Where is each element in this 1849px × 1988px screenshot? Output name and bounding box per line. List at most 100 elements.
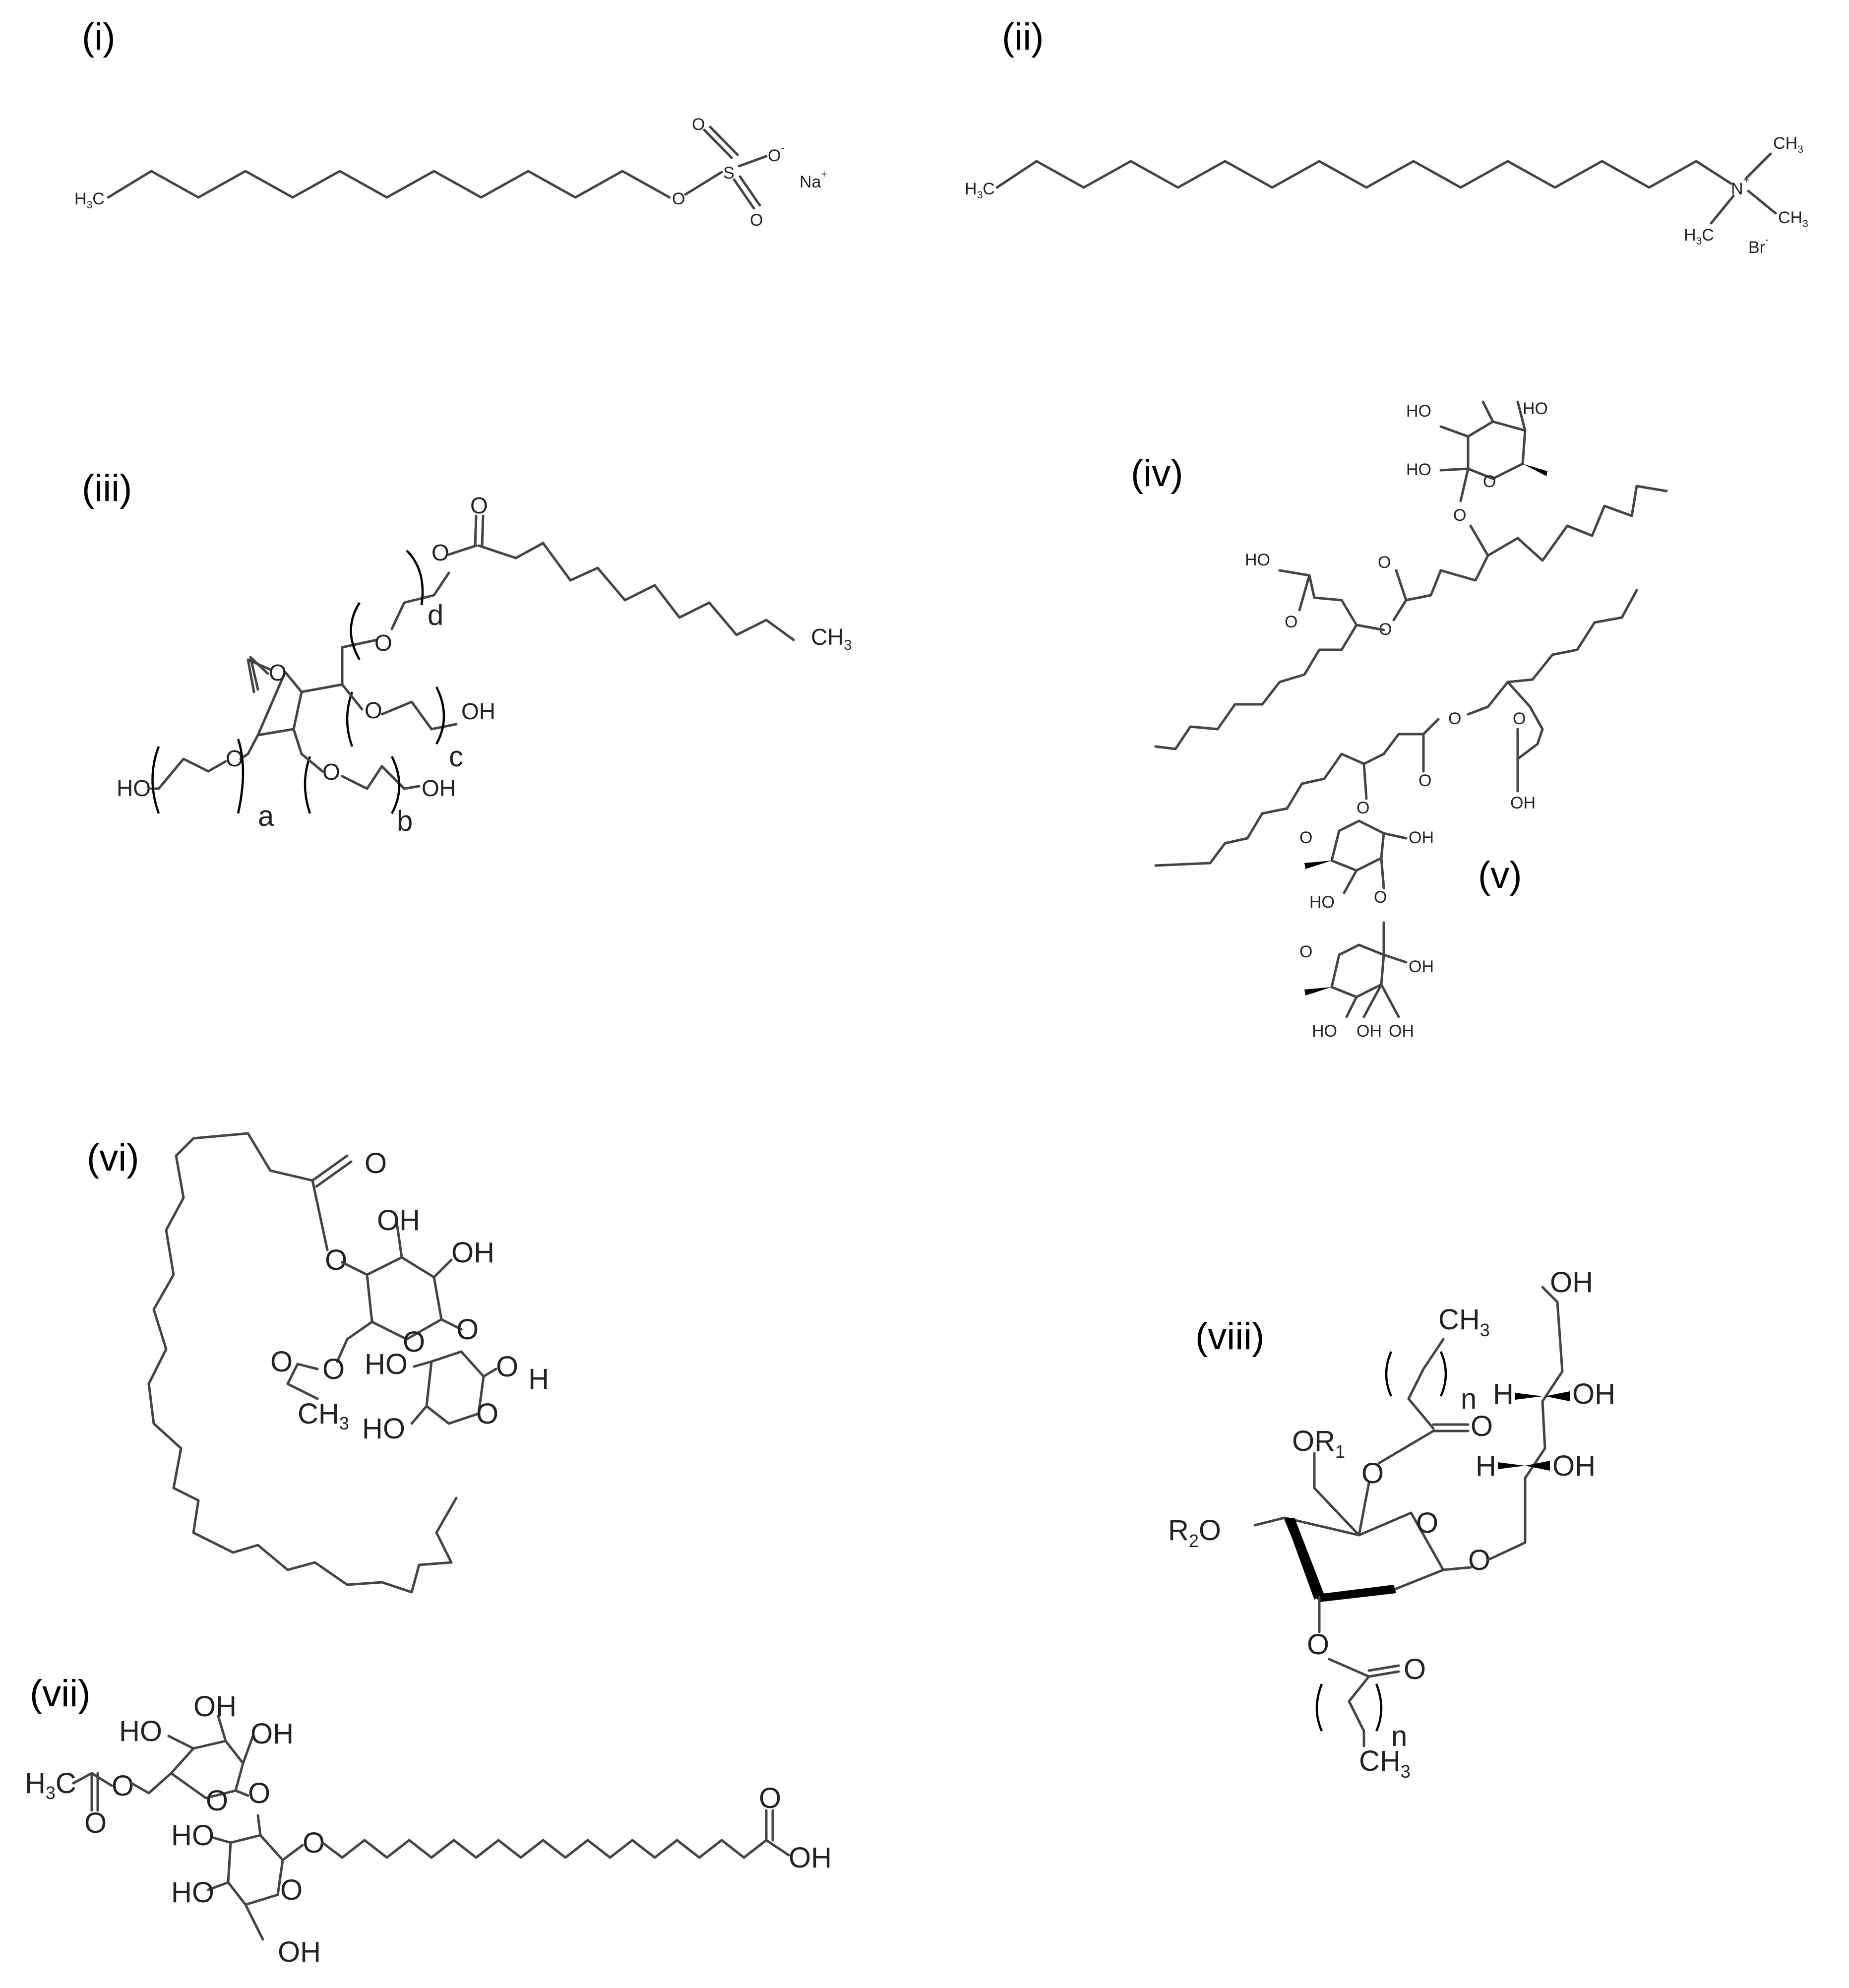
acetyl-ester-oxygen: O	[112, 1770, 134, 1802]
structure-rhamnolipid-di: O OH O O O O OH HO O O OH OH HO OH	[1154, 589, 1638, 1041]
structure-rhamnolipid-mono: O HO HO HO O O O HO O	[1154, 399, 1668, 750]
hydroxyl-iv-1: HO	[1406, 402, 1431, 421]
ctab-alkyl-chain	[995, 160, 1732, 189]
ether-oxygen-c: O	[365, 697, 382, 723]
ring-oxygen-vi-a: O	[403, 1326, 425, 1358]
panel-label-viii: (viii)	[1195, 1315, 1264, 1358]
ether-oxygen-b: O	[322, 759, 340, 785]
glycosidic-oxygen-vi: O	[456, 1313, 479, 1346]
repeat-index-d: d	[428, 599, 443, 631]
lactone-oxygen: O	[325, 1244, 347, 1276]
hydroxyl-iv-3: HO	[1406, 460, 1431, 479]
carbonyl-oxygen: O	[470, 493, 488, 518]
acid-oxygen-v: O	[1513, 709, 1526, 728]
hydroxyl-vii-4: HO	[171, 1819, 214, 1852]
repeat-index-c: c	[449, 741, 463, 773]
sds-alkyl-chain	[107, 170, 671, 199]
panel-label-iv: (iv)	[1131, 452, 1183, 495]
hydroxyl-b: OH	[422, 775, 456, 801]
sorbitan-ring	[249, 656, 269, 691]
hydroxyl-acid-v: OH	[1510, 794, 1536, 812]
ring-oxygen-v1: O	[1299, 828, 1312, 847]
acyl-carbonyl-oxygen-bottom: O	[1404, 1653, 1426, 1685]
repeat-index-b: b	[397, 805, 413, 837]
acid-hydroxyl: OH	[789, 1842, 832, 1874]
terminal-methyl-bottom: CH3	[1359, 1745, 1411, 1782]
repeat-index-a: a	[258, 800, 274, 832]
carbonyl-oxygen-v: O	[1418, 771, 1431, 790]
terminal-methyl: CH3	[811, 624, 852, 653]
hydroxyl-vi-4: HO	[365, 1348, 408, 1380]
ring-oxygen-v2: O	[1299, 942, 1312, 961]
hydroxyl-iv-2: HO	[1523, 399, 1548, 418]
hydroxy-fatty-acid-chain	[321, 1839, 768, 1859]
bromide-counterion: Br-	[1748, 234, 1769, 257]
hydroxyl-v1: OH	[1409, 828, 1434, 847]
erythritol-hydrogen-2: H	[1476, 1450, 1496, 1482]
acyl-oxygen-bottom: O	[1307, 1628, 1329, 1661]
hydroxyl-vi-5: HO	[362, 1413, 405, 1445]
methyl-label: H3C	[965, 180, 995, 201]
macrocycle-chain	[147, 1132, 458, 1594]
lactone-carbonyl-oxygen: O	[365, 1147, 387, 1180]
hydroxyl-a: HO	[117, 775, 151, 801]
ester-oxygen: O	[672, 189, 685, 208]
hydroxyl-vii-3: OH	[250, 1718, 294, 1750]
acid-oxygen-iv: O	[1285, 613, 1297, 631]
erythritol-hydroxyl-2: OH	[1552, 1450, 1596, 1482]
repeat-index-n-top: n	[1461, 1383, 1477, 1415]
acetyl-carbonyl-oxygen: O	[270, 1346, 293, 1378]
sulfonyl-oxygen-top: O	[692, 115, 705, 134]
ring-oxygen: O	[269, 660, 287, 685]
hydroxyl-v4: OH	[1389, 1022, 1414, 1041]
hydroxyl-c: OH	[461, 698, 495, 724]
n-methyl-bottom: H3C	[1684, 226, 1714, 247]
ring-oxygen-vii-a: O	[206, 1785, 228, 1817]
panel-label-i: (i)	[82, 16, 116, 58]
structure-sds: H3C O S O O- O Na+	[74, 115, 827, 230]
sulfonate-oxygen-anion: O-	[768, 142, 784, 165]
repeat-index-n-bottom: n	[1391, 1720, 1407, 1752]
acetyl-carbonyl-oxygen: O	[84, 1807, 107, 1839]
panel-label-vii: (vii)	[30, 1673, 90, 1715]
glycosidic-oxygen-v: O	[1356, 799, 1369, 817]
sulfur-atom: S	[723, 164, 735, 183]
sodium-counterion: Na+	[800, 169, 827, 191]
laurate-chain	[477, 542, 795, 641]
acetyl-ester-oxygen: O	[322, 1353, 345, 1385]
ester-oxygen-v: O	[1448, 709, 1461, 728]
erythritol-hydroxyl-1: OH	[1572, 1378, 1615, 1410]
ester-oxygen: O	[431, 540, 449, 565]
r2o-group: R2O	[1168, 1514, 1221, 1551]
structure-mel: O OR1 R2O O O n CH3 O O n CH3 O	[1168, 1266, 1615, 1782]
or1-group: OR1	[1292, 1425, 1345, 1462]
panel-label-ii: (ii)	[1002, 16, 1044, 58]
acetyl-methyl: H3C	[25, 1767, 76, 1803]
hydroxyl-vi-1: OH	[377, 1204, 420, 1237]
glycosidic-oxygen-vii: O	[248, 1777, 270, 1809]
panel-label-iii: (iii)	[82, 467, 132, 509]
hydroxyl-vii-5: HO	[171, 1876, 214, 1909]
glycosidic-oxygen-iv: O	[1453, 506, 1466, 525]
hydroxyl-acid-iv: HO	[1245, 551, 1270, 569]
erythritol-hydroxyl-top: OH	[1550, 1266, 1593, 1299]
glycosidic-oxygen-v2: O	[1374, 888, 1387, 907]
hydroxyl-v2: HO	[1309, 893, 1335, 912]
hydroxyl-vii-6: OH	[278, 1936, 321, 1968]
erythritol-hydrogen-1: H	[1493, 1378, 1514, 1410]
hydroxyl-vii-2: OH	[193, 1690, 237, 1723]
panel-label-vi: (vi)	[87, 1137, 139, 1179]
acyl-carbonyl-oxygen-top: O	[1471, 1410, 1493, 1442]
panel-label-v: (v)	[1478, 854, 1522, 896]
acid-carbonyl-oxygen: O	[759, 1782, 781, 1814]
ether-oxygen-d: O	[374, 630, 392, 656]
hydroxyl-vi-2: OH	[451, 1237, 494, 1269]
ring-oxygen-viii: O	[1416, 1507, 1438, 1539]
hydroxyl-v5: HO	[1312, 1022, 1337, 1041]
terminal-methyl-top: CH3	[1438, 1304, 1490, 1340]
sulfonyl-oxygen-bottom: O	[750, 211, 763, 230]
ring-oxygen-vi-b: O	[476, 1398, 498, 1430]
